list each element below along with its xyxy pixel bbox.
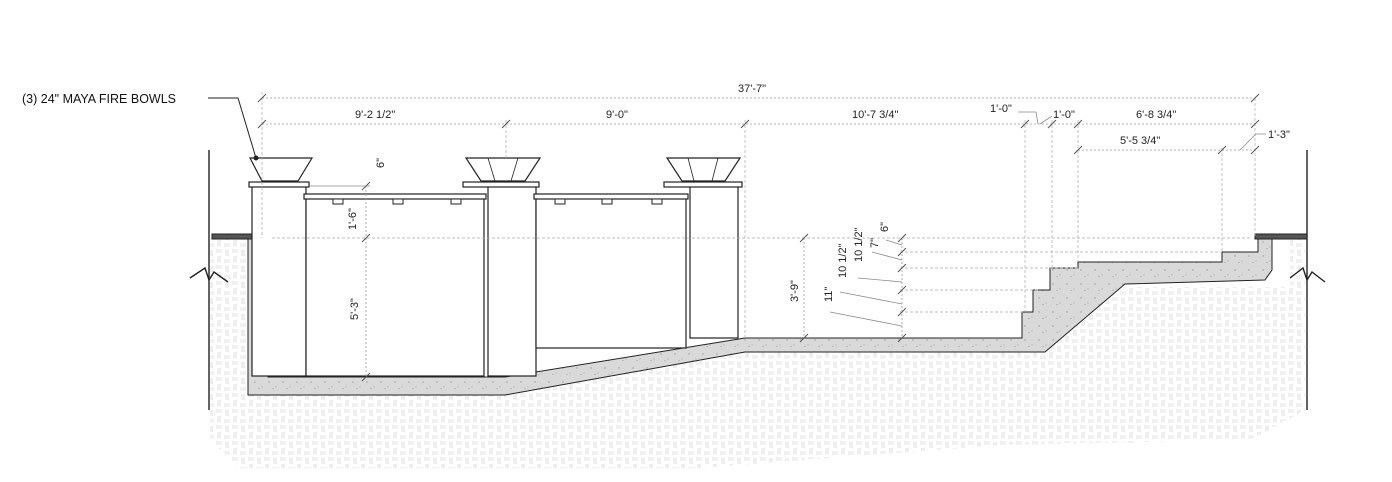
pillar-2 bbox=[487, 185, 537, 377]
pillar-2-cap bbox=[462, 181, 540, 188]
coping-right bbox=[1254, 233, 1308, 240]
dim-seg7: 5'-5 3/4" bbox=[1120, 135, 1160, 147]
pillar-3 bbox=[689, 185, 739, 339]
dim-seg5: 1'-0" bbox=[1053, 109, 1075, 121]
dim-seg6: 6'-8 3/4" bbox=[1136, 109, 1176, 121]
dim-overall: 37'-7" bbox=[738, 83, 766, 95]
dim-seg3: 10'-7 3/4" bbox=[852, 109, 898, 121]
soil-left bbox=[210, 238, 1305, 468]
fire-bowl-1-icon bbox=[249, 157, 314, 182]
break-line-right-icon bbox=[1289, 266, 1326, 283]
dim-v-depth: 3'-9" bbox=[789, 280, 801, 302]
pillar-1 bbox=[251, 185, 307, 377]
fire-bowl-2-icon bbox=[464, 157, 542, 182]
pool-shell bbox=[247, 237, 1273, 396]
dim-seg2: 9'-0" bbox=[606, 109, 628, 121]
dim-v-step5: 6" bbox=[879, 222, 891, 232]
break-line-left-icon bbox=[189, 266, 229, 283]
callout-leader bbox=[208, 97, 257, 159]
scuppers bbox=[332, 198, 663, 205]
pillar-3-cap bbox=[663, 181, 743, 188]
dim-v-wall: 5'-3" bbox=[349, 298, 361, 320]
dim-v-step4: 7" bbox=[869, 238, 881, 248]
dim-v-cap: 6" bbox=[375, 158, 387, 168]
dim-v-step1: 11" bbox=[823, 287, 835, 302]
fire-bowl-3-icon bbox=[665, 157, 742, 182]
dim-seg8: 1'-3" bbox=[1268, 129, 1290, 141]
dim-v-step2: 10 1/2" bbox=[837, 243, 849, 278]
wall-2 bbox=[535, 197, 687, 349]
wall-1-cap bbox=[303, 193, 487, 200]
dim-v-wall-top: 1'-6" bbox=[347, 208, 359, 230]
wall-2-cap bbox=[533, 193, 689, 200]
wall-1 bbox=[305, 197, 485, 377]
pillar-1-cap bbox=[248, 181, 310, 188]
dim-v-step3: 10 1/2" bbox=[853, 227, 865, 262]
dim-seg1: 9'-2 1/2" bbox=[355, 109, 395, 121]
dim-seg4: 1'-0" bbox=[990, 103, 1012, 115]
step-guides bbox=[261, 92, 1256, 338]
callout-label: (3) 24" MAYA FIRE BOWLS bbox=[22, 92, 176, 106]
